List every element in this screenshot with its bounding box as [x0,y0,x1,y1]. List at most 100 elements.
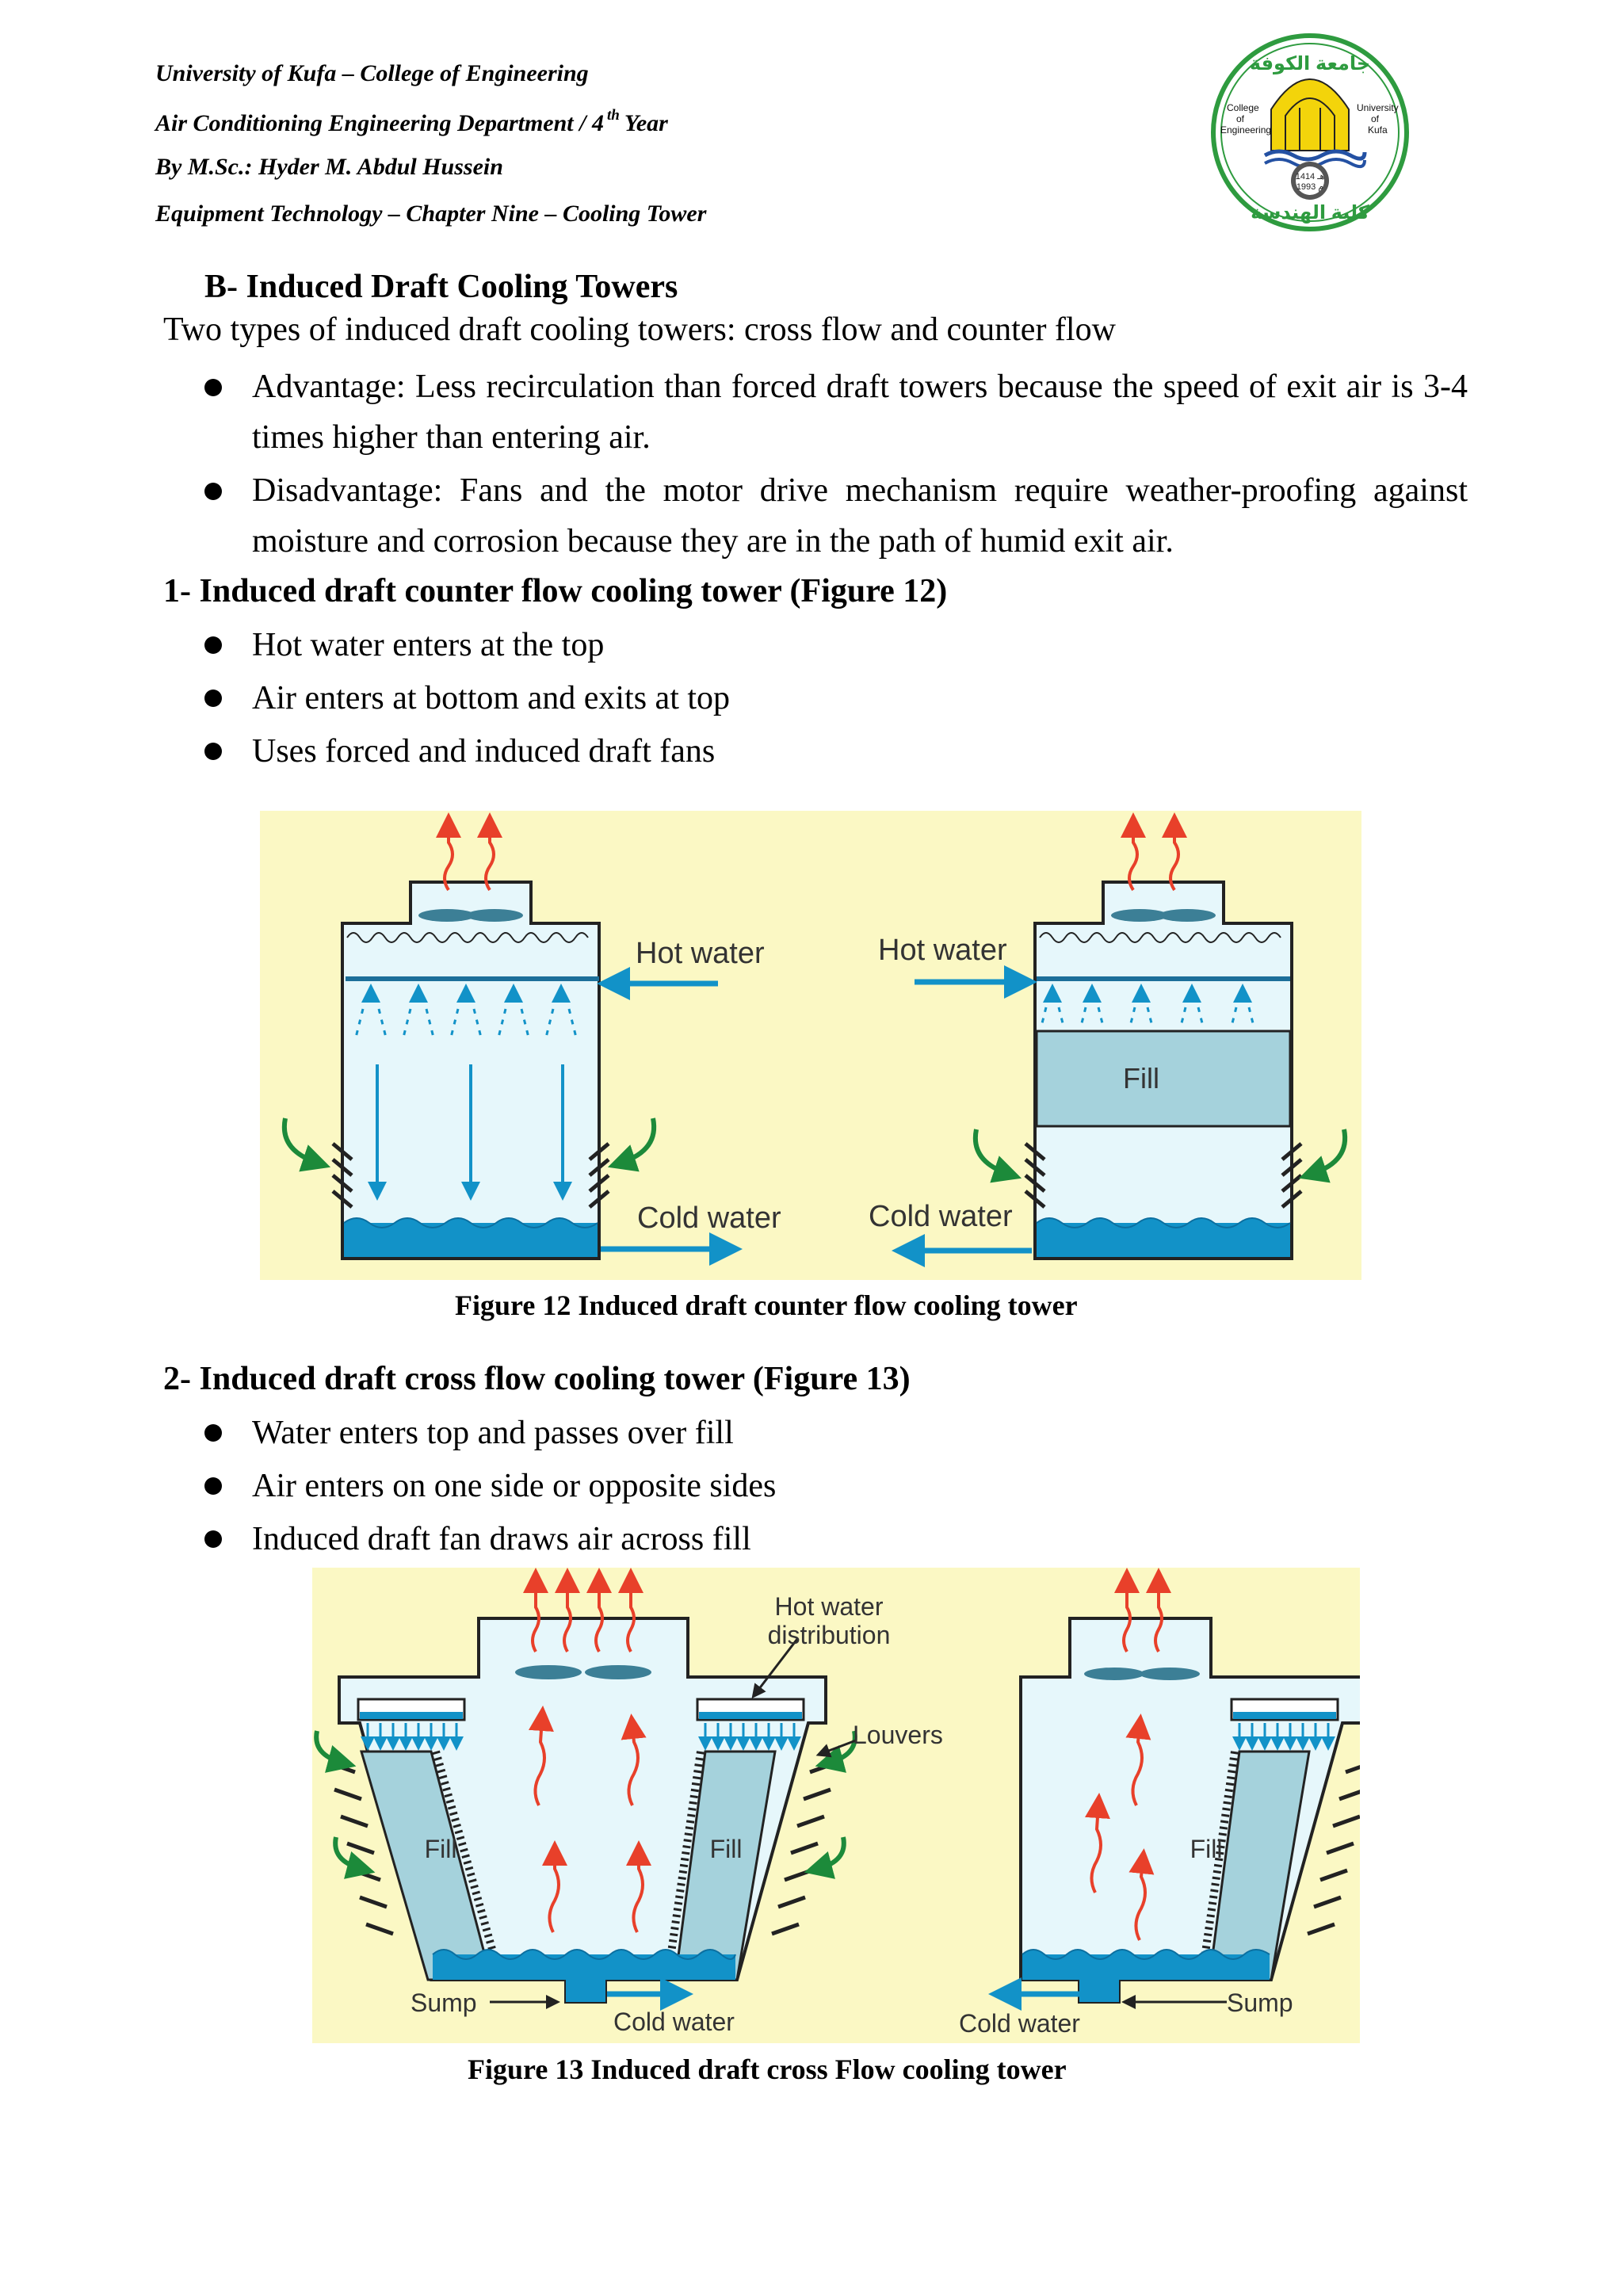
label-hot-water: Hot water [878,934,1007,967]
inlet-air-arrow [815,1730,857,1773]
fan-right-blade [1140,1668,1200,1680]
bullet-dot [204,743,222,760]
spray-nozzles [1043,984,1252,1003]
falling-water-arrows [368,1064,572,1201]
water-basin [1037,1223,1290,1257]
bullet-dot [204,1477,222,1495]
bullet-air-enters-sides: Air enters on one side or opposite sides [252,1468,777,1504]
inlet-air-arrow-left [281,1117,331,1172]
counterflow-tower-right [892,812,1348,1267]
figure-13-caption: Figure 13 Induced draft cross Flow cooli… [468,2053,1067,2085]
section-b-intro: Two types of induced draft cooling tower… [163,311,1116,348]
air-inlet-louvers-left [1024,1142,1046,1209]
label-sump-right: Sump [1227,1988,1293,2017]
air-inlet-louvers-right [588,1142,610,1209]
water-basin [344,1223,598,1257]
header-year-suffix: th [606,107,620,124]
bullet-disadvantage: Disadvantage: Fans and the motor drive m… [252,472,1468,560]
bullet-fans: Uses forced and induced draft fans [252,733,716,770]
counterflow-tower-left [281,812,743,1266]
exhaust-air-arrows [1084,1568,1171,1941]
drift-eliminator [1039,932,1281,943]
label-cold-water: Cold water [869,1200,1013,1233]
inlet-air-arrow [333,1836,376,1879]
section-b-title: B- Induced Draft Cooling Towers [204,269,678,305]
label-fill-left: Fill [425,1835,457,1863]
bullet-dot [204,483,222,500]
logo-arabic-college: كلية الهندسة [1251,202,1369,223]
bullet-fan-draws-air: Induced draft fan draws air across fill [252,1521,751,1557]
label-louvers: Louvers [853,1721,943,1749]
fan-right-blade [1159,909,1216,922]
inlet-air-arrow [314,1730,357,1773]
water-spray [1040,1007,1255,1027]
sump [566,1980,605,2002]
inlet-air-arrow-left [972,1129,1022,1183]
bullet-dot [204,1530,222,1548]
fan-right-blade [585,1665,651,1679]
sump [1079,1980,1119,2002]
fill-media [674,1750,777,1981]
fan-left-blade [418,909,475,922]
fan-right-blade [466,909,523,922]
bullet-advantage: Advantage: Less recirculation than force… [252,369,1468,456]
section-1-title: 1- Induced draft counter flow cooling to… [163,573,948,609]
distribution-pointer [751,1638,799,1699]
drift-eliminator [1197,1751,1239,1981]
header-department: Air Conditioning Engineering Department … [155,107,668,137]
water-drip-arrows [1232,1723,1335,1751]
header-department-text: Air Conditioning Engineering Department … [155,110,604,136]
inlet-air-arrow-right [607,1117,657,1172]
bullet-dot [204,379,222,396]
drift-eliminator [432,1750,505,1981]
inlet-air-arrow [804,1836,846,1879]
fill-media [1035,1030,1292,1128]
label-sump-left: Sump [411,1988,477,2017]
header-university: University of Kufa – College of Engineer… [155,60,589,86]
logo-year-gregorian: م 1993 [1296,182,1323,192]
header-year-word: Year [624,110,668,136]
drift-eliminator [663,1751,705,1981]
bullet-hot-water-top: Hot water enters at the top [252,627,605,663]
bullet-dot [204,1424,222,1442]
figure-12-caption: Figure 12 Induced draft counter flow coo… [455,1289,1078,1321]
bullet-dot [204,690,222,707]
header-chapter: Equipment Technology – Chapter Nine – Co… [155,201,707,227]
label-hot-water-distribution-1: Hot water [775,1592,884,1621]
crossflow-tower-single [988,1568,1360,2011]
inlet-air-arrow-right [1298,1129,1348,1183]
crossflow-tower-double [314,1568,857,2011]
bullet-dot [204,636,222,654]
bullet-water-passes-fill: Water enters top and passes over fill [252,1415,734,1451]
drift-eliminator [346,932,589,943]
fan-left-blade [1111,909,1168,922]
louvers [1307,1764,1360,1936]
air-inlet-louvers-left [331,1142,353,1209]
water-drip-arrows [361,1723,801,1751]
figure-13-diagram: Hot water distribution Louvers Fill Fill… [312,1568,1360,2043]
exhaust-air-arrows [436,812,502,892]
air-inlet-louvers-right [1281,1142,1303,1209]
label-cold-water-right: Cold water [959,2009,1080,2038]
logo-year-hijri: هـ 1414 [1296,172,1325,181]
exhaust-air-arrows [523,1568,651,1933]
spray-nozzles [361,984,571,1003]
fan-left-blade [515,1665,582,1679]
label-fill-center: Fill [710,1835,743,1863]
fill-media [1208,1750,1311,1981]
logo-arabic-university: جامعة الكوفة [1250,53,1370,74]
louvers-pointer [815,1739,857,1758]
label-hot-water: Hot water [636,937,765,970]
label-fill-right: Fill [1190,1835,1223,1863]
label-cold-water-left: Cold water [613,2008,735,2036]
label-fill: Fill [1123,1062,1159,1095]
fan-left-blade [1084,1668,1144,1680]
figure-12-diagram: Hot water Cold water [260,811,1361,1280]
label-cold-water: Cold water [637,1201,781,1235]
section-2-title: 2- Induced draft cross flow cooling towe… [163,1361,911,1397]
bullet-air-enters-bottom: Air enters at bottom and exits at top [252,680,731,716]
header-author: By M.Sc.: Hyder M. Abdul Hussein [155,154,503,180]
